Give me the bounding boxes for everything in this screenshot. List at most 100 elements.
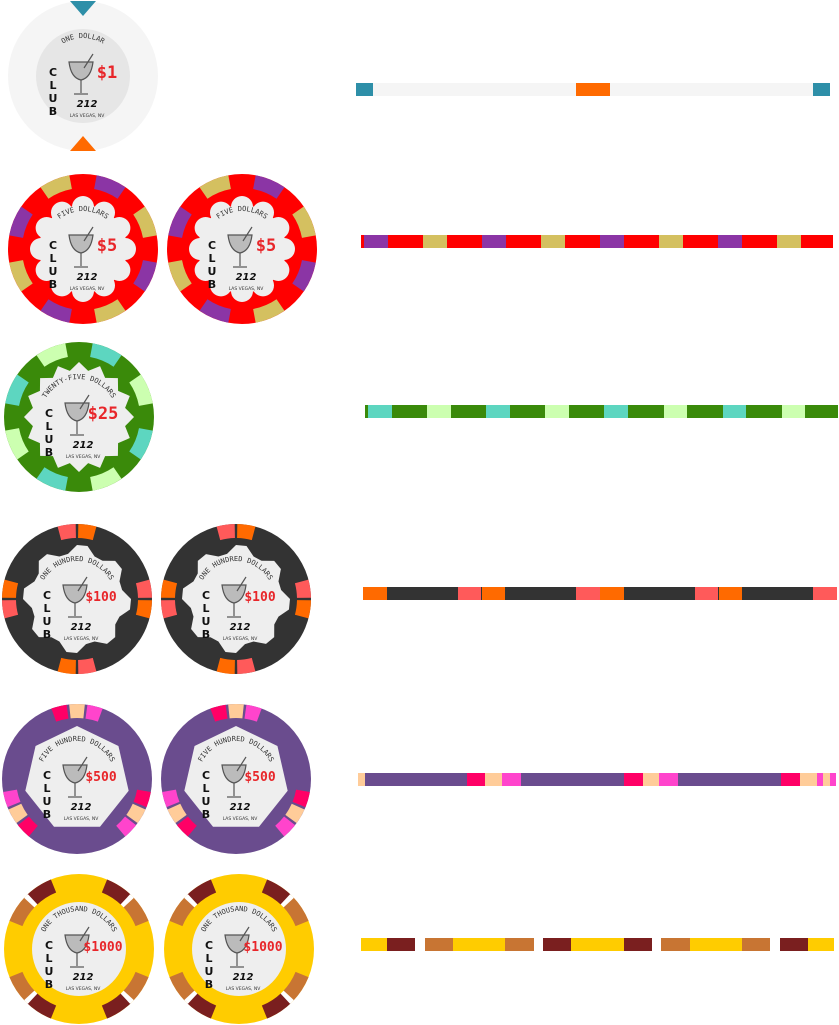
brand-name: 212 [77,272,98,283]
stripe-segment [604,405,629,418]
brand-name: 212 [71,802,92,813]
club-vertical-text: CLUB [47,66,60,118]
chip-value: $1000 [83,940,122,955]
inlay [30,196,136,302]
poker-chip-500: FIVE HUNDRED DOLLARS CLUB $500 212 LAS V… [2,704,152,854]
club-vertical-text: CLUB [203,939,216,991]
stripe-segment [781,405,806,418]
edge-spots [161,524,311,674]
stripe-segment [717,235,742,248]
poker-chip-1: ONE DOLLAR CLUB $1 212 LAS VEGAS, NV [8,1,158,151]
stripe-segment [741,938,771,951]
cocktail-glass-icon [64,394,90,436]
poker-chip-100: ONE HUNDRED DOLLARS CLUB $100 212 LAS VE… [161,524,311,674]
edge-spots [5,343,153,491]
chip-value: $1 [97,63,117,83]
edge-stripe-1000 [361,938,834,951]
stripe-segment [623,938,652,951]
brand-name: 212 [77,99,98,110]
stripe-segment [658,235,683,248]
poker-chip-5: FIVE DOLLARS CLUB $5 212 LAS VEGAS, NV [167,174,317,324]
poker-chip-500: FIVE HUNDRED DOLLARS CLUB $500 212 LAS V… [161,704,311,854]
cocktail-glass-icon [224,926,250,968]
cocktail-glass-icon [221,756,247,798]
stripe-segment [822,773,830,786]
edge-spots [70,1,96,151]
brand-name: 212 [233,972,254,983]
cocktail-glass-icon [64,926,90,968]
edge-spots [162,704,310,837]
city-label: LAS VEGAS, NV [64,636,100,642]
poker-chip-25: TWENTY-FIVE DOLLARS CLUB $25 212 LAS VEG… [4,342,154,492]
poker-chip-1000: ONE THOUSAND DOLLARS CLUB $1000 212 LAS … [4,874,154,1024]
edge-stripe-5 [361,235,833,248]
cocktail-glass-icon [68,53,94,95]
city-label: LAS VEGAS, NV [223,816,259,822]
poker-chip-1000: ONE THOUSAND DOLLARS CLUB $1000 212 LAS … [164,874,314,1024]
stripe-segment [694,587,719,600]
poker-chip-100: ONE HUNDRED DOLLARS CLUB $100 212 LAS VE… [2,524,152,674]
stripe-segment [363,587,387,600]
edge-spots [9,879,149,1019]
chip-value: $500 [244,770,275,785]
stripe-segment [659,773,679,786]
edge-spots [3,704,151,837]
stripe-segment [481,235,506,248]
cocktail-glass-icon [62,756,88,798]
stripe-segment [486,405,510,418]
edge-spots [168,175,316,323]
edge-spots [9,175,157,323]
stripe-segment [661,938,690,951]
club-vertical-text: CLUB [200,589,213,641]
stripe-segment [540,235,565,248]
stripe-segment [424,938,454,951]
stripe-segment [600,587,624,600]
edge-stripe-1 [356,83,830,96]
city-label: LAS VEGAS, NV [64,816,100,822]
stripe-segment [599,235,624,248]
stripe-segment [367,405,392,418]
brand-name: 212 [230,622,251,633]
city-label: LAS VEGAS, NV [70,113,106,119]
brand-name: 212 [71,622,92,633]
stripe-segment [505,938,534,951]
club-vertical-text: CLUB [41,589,54,641]
stripe-segment [545,405,569,418]
stripe-segment [651,938,662,951]
club-vertical-text: CLUB [206,239,219,291]
stripe-segment [481,587,506,600]
chip-value: $100 [85,590,116,605]
stripe-segment [576,587,600,600]
cocktail-glass-icon [62,576,88,618]
chip-value: $25 [88,404,119,424]
poker-chip-5: FIVE DOLLARS CLUB $5 212 LAS VEGAS, NV [8,174,158,324]
chip-value: $500 [85,770,116,785]
city-label: LAS VEGAS, NV [229,286,265,292]
stripe-segment [776,235,801,248]
city-label: LAS VEGAS, NV [66,454,102,460]
stripe-segment [387,938,416,951]
stripe-segment [356,83,373,96]
stripe-segment [779,938,808,951]
club-vertical-text: CLUB [43,939,56,991]
edge-stripe-25 [365,405,838,418]
club-vertical-text: CLUB [200,769,213,821]
stripe-segment [358,773,366,786]
stripe-segment [427,405,451,418]
stripe-segment [533,938,544,951]
stripe-segment [466,773,486,786]
cocktail-glass-icon [227,226,253,268]
cocktail-glass-icon [68,226,94,268]
stripe-segment [722,405,747,418]
brand-name: 212 [73,972,94,983]
stripe-segment [623,773,643,786]
stripe-segment [457,587,482,600]
city-label: LAS VEGAS, NV [223,636,259,642]
stripe-segment [576,83,610,96]
stripe-segment [363,235,388,248]
stripe-segment [770,938,780,951]
chip-value: $5 [256,236,276,256]
chip-value: $100 [244,590,275,605]
edge-spots [169,879,309,1019]
city-label: LAS VEGAS, NV [66,986,102,992]
